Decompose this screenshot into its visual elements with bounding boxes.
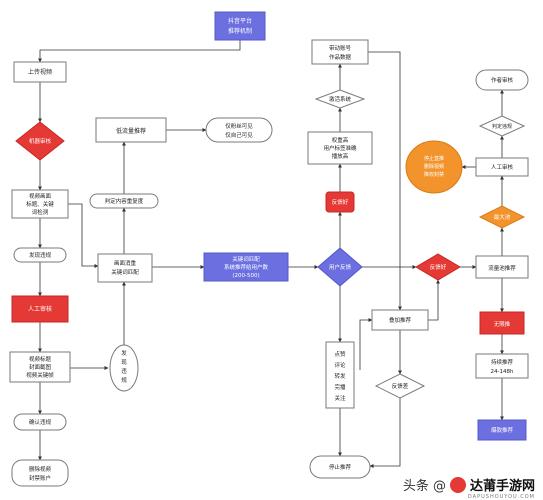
- unlimited-label: 无限推: [494, 320, 511, 328]
- stop-push-label: 停止推荐: [329, 463, 352, 471]
- feedback-good2-label: 反馈好: [430, 263, 447, 271]
- stop-push-node: 停止推荐: [309, 455, 371, 479]
- manual-check-line: 视频标题: [29, 355, 52, 363]
- top-title-line: 抖音平台: [228, 17, 252, 25]
- weighting-line: 权重高: [332, 136, 349, 144]
- duplicate-label: 判定内容重复度: [105, 197, 144, 205]
- explosive-label: 爆款推荐: [491, 426, 514, 434]
- private-line: 仅粉丝可见: [225, 122, 253, 130]
- orange-oval-line: 降权封禁: [424, 171, 444, 178]
- orange-oval-line: 停止直推: [424, 155, 444, 162]
- good-feedback-node: 反馈好: [325, 191, 355, 213]
- video-scan-line: 标题、关键: [26, 200, 54, 208]
- judge-violation-label: 判定违规: [492, 123, 512, 130]
- old-account-node: 带动账号 作品数据: [311, 39, 369, 65]
- interaction-line: 转发: [334, 372, 346, 380]
- manual-audit2-node: 人工审核: [475, 157, 529, 177]
- manual-check-line: 封面截图: [29, 363, 52, 371]
- continuous-line: 24-148h: [491, 369, 514, 375]
- manual-check-node: 视频标题 封面截图 视频关键帧: [9, 351, 71, 383]
- delete-ban-line: 删除视频: [29, 465, 52, 473]
- author-review-node: 作者审核: [475, 69, 529, 91]
- bad-feedback-label: 反馈差: [392, 382, 409, 390]
- weighting-line: 用户标签准确: [323, 144, 357, 152]
- found-violation-char: 违: [121, 368, 127, 375]
- big-pool-label: 最大池: [494, 213, 511, 221]
- upload-label: 上传视频: [28, 68, 52, 76]
- found-violation-char: 规: [121, 376, 127, 384]
- low-traffic-label: 低流量推荐: [116, 127, 146, 135]
- private-line: 仅自己可见: [225, 131, 253, 139]
- interaction-line: 点赞: [334, 350, 346, 358]
- watermark-logo-icon: [449, 476, 466, 493]
- watermark-prefix: 头条 @: [402, 479, 446, 494]
- interaction-line: 完播: [334, 383, 346, 391]
- top-title-node: 抖音平台 推荐机制: [214, 11, 266, 41]
- private-node: 仅粉丝可见 仅自己可见: [205, 117, 273, 143]
- found-violation-char: 现: [121, 359, 127, 366]
- interaction-line: 评论: [334, 361, 346, 369]
- frame-extract-line: 关键词匹配: [111, 268, 139, 276]
- activate-label: 激活系统: [329, 95, 352, 103]
- feedback-good2-diamond: 反馈好: [415, 253, 461, 281]
- watermark: 头条 @ 达莆手游网: [403, 475, 535, 494]
- traffic-pool-label: 流量池推荐: [488, 264, 516, 272]
- find-violation-label: 发现违规: [29, 251, 52, 259]
- orange-oval-line: 删除视频: [424, 163, 444, 170]
- keyword-match-line: 关键词匹配: [232, 255, 260, 263]
- interaction-node: 点赞 评论 转发 完播 关注: [325, 341, 355, 409]
- watermark-sub: DAPUSHOUYOU.COM: [467, 494, 535, 500]
- keyword-match-line: 系统推荐给用户数: [224, 263, 269, 271]
- author-review-label: 作者审核: [491, 76, 514, 84]
- frame-extract-node: 画面消重 关键词匹配: [97, 253, 153, 283]
- weighting-node: 权重高 用户标签准确 播放高: [307, 131, 373, 165]
- stack-push-label: 叠加推荐: [389, 316, 412, 324]
- watermark-brand: 达莆手游网: [469, 479, 535, 494]
- traffic-pool-node: 流量池推荐: [475, 255, 529, 279]
- judge-violation-diamond: 判定违规: [478, 115, 526, 137]
- video-scan-line: 视频画面: [29, 192, 52, 200]
- weighting-line: 播放高: [332, 152, 349, 160]
- upload-node: 上传视频: [13, 61, 67, 83]
- continuous-node: 持续推荐 24-148h: [475, 353, 529, 379]
- user-feedback-label: 用户反馈: [329, 263, 352, 271]
- user-feedback-diamond: 用户反馈: [317, 247, 363, 287]
- explosive-node: 爆款推荐: [477, 419, 527, 441]
- find-violation-node: 发现违规: [13, 247, 67, 263]
- low-traffic-node: 低流量推荐: [95, 117, 167, 143]
- bad-feedback-diamond: 反馈差: [374, 373, 426, 399]
- interaction-line: 关注: [334, 394, 346, 402]
- good-feedback-label: 反馈好: [332, 198, 349, 206]
- found-violation-circle: 发 现 违 规: [109, 344, 139, 392]
- stack-push-node: 叠加推荐: [371, 309, 429, 331]
- manual-review-label: 人工审核: [28, 305, 52, 313]
- video-scan-line: 词检测: [32, 208, 49, 216]
- keyword-match-node: 关键词匹配 系统推荐给用户数 (200-500): [203, 252, 289, 282]
- old-account-line: 带动账号: [329, 44, 352, 52]
- found-violation-char: 发: [121, 349, 127, 357]
- machine-review-label: 机器审核: [29, 137, 52, 145]
- orange-oval-node: 停止直推 删除视频 降权封禁: [405, 140, 463, 194]
- duplicate-node: 判定内容重复度: [89, 193, 159, 209]
- confirm-violation-node: 确认违规: [13, 413, 67, 431]
- delete-ban-node: 删除视频 封禁账户: [11, 459, 69, 487]
- activate-diamond: 激活系统: [314, 89, 366, 109]
- big-pool-diamond: 最大池: [478, 205, 526, 229]
- manual-audit2-label: 人工审核: [491, 163, 514, 171]
- keyword-match-line: (200-500): [232, 273, 259, 279]
- continuous-line: 持续推荐: [491, 358, 514, 366]
- old-account-line: 作品数据: [329, 53, 352, 61]
- top-title-line: 推荐机制: [228, 27, 252, 35]
- connectors: [38, 38, 504, 468]
- unlimited-node: 无限推: [479, 311, 525, 335]
- frame-extract-line: 画面消重: [114, 259, 137, 267]
- confirm-violation-label: 确认违规: [29, 418, 52, 426]
- delete-ban-line: 封禁账户: [29, 474, 51, 482]
- manual-review-node: 人工审核: [11, 295, 69, 323]
- machine-review-diamond: 机器审核: [15, 121, 65, 161]
- video-scan-node: 视频画面 标题、关键 词检测: [11, 189, 69, 219]
- manual-check-line: 视频关键帧: [26, 371, 54, 379]
